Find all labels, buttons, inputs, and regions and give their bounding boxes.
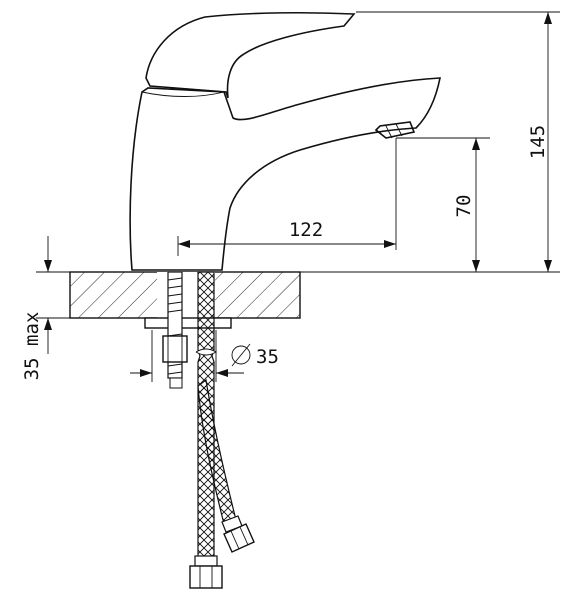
faucet-body [129,77,441,271]
dimension-height-total: 145 [300,11,560,273]
threaded-stud [162,271,188,379]
dimension-hole-diameter: 35 [130,330,279,382]
aerator [374,121,416,139]
flex-hose-left [169,377,183,389]
hole-diameter-label: 35 [256,346,279,368]
spout-reach-label: 122 [289,219,323,241]
lever-handle [145,11,356,99]
dimension-spout-reach: 122 [177,138,397,256]
height-total-label: 145 [527,125,549,159]
dimension-spout-height: 70 [396,137,490,272]
max-thickness-label: 35 max [21,312,43,381]
hose-nut-bottom [189,555,223,589]
mounting-plate [144,317,232,329]
dimension-max-thickness: 35 max [21,236,145,380]
countertop-section [69,271,301,319]
spout-height-label: 70 [453,195,475,218]
hose-nut-branch [221,515,255,553]
